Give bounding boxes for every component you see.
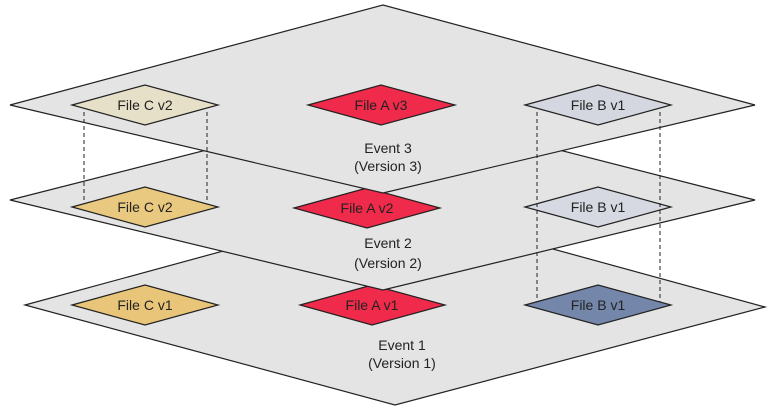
file-diamond bbox=[305, 84, 458, 126]
file-label: File B v1 bbox=[571, 97, 626, 113]
file-label: File C v1 bbox=[117, 297, 172, 313]
event-label: Event 2 bbox=[364, 235, 412, 251]
file-label: File A v1 bbox=[346, 297, 399, 313]
event-label: Event 3 bbox=[364, 140, 412, 156]
file-label: File A v3 bbox=[355, 97, 408, 113]
version-label: (Version 1) bbox=[368, 355, 436, 371]
file-label: File B v1 bbox=[571, 297, 626, 313]
file-label: File C v2 bbox=[117, 199, 172, 215]
layer-event-3: File C v2 File A v3 File B v1 Event 3 (V… bbox=[9, 4, 756, 194]
event-label: Event 1 bbox=[378, 337, 426, 353]
file-diamond bbox=[522, 284, 674, 326]
file-diamond bbox=[522, 84, 674, 126]
layer-event-2: File C v2 File A v2 File B v1 Event 2 (V… bbox=[9, 104, 756, 291]
file-diamond bbox=[69, 84, 221, 126]
file-label: File B v1 bbox=[571, 199, 626, 215]
version-connectors bbox=[83, 112, 661, 302]
file-label: File A v2 bbox=[341, 200, 394, 216]
file-diamond bbox=[69, 186, 221, 228]
version-label: (Version 2) bbox=[354, 255, 422, 271]
file-diamond bbox=[297, 284, 448, 326]
file-diamond bbox=[522, 186, 674, 228]
file-diamond bbox=[69, 284, 221, 326]
layer-event-1: File C v1 File A v1 File B v1 Event 1 (V… bbox=[22, 204, 768, 406]
file-diamond bbox=[291, 187, 443, 229]
file-label: File C v2 bbox=[117, 97, 172, 113]
version-label: (Version 3) bbox=[354, 158, 422, 174]
